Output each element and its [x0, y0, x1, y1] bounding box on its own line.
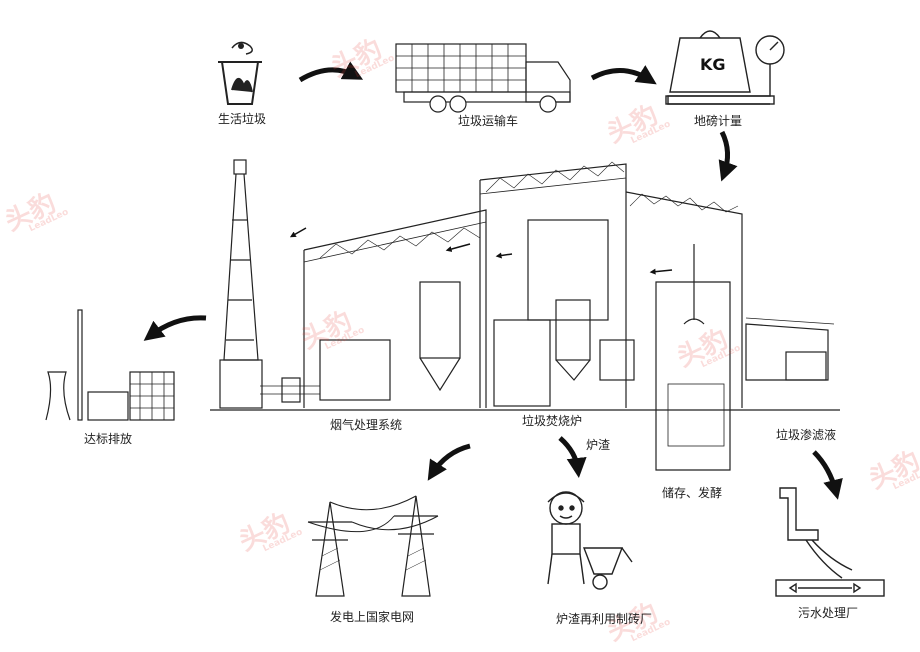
chimney-icon — [220, 160, 262, 408]
town-icon — [46, 310, 174, 420]
label-brick: 炉渣再利用制砖厂 — [556, 612, 652, 626]
truck-icon — [396, 44, 570, 112]
garbage-bin-icon — [218, 42, 262, 104]
sewage-plant-icon — [776, 488, 884, 596]
label-truck: 垃圾运输车 — [458, 114, 518, 128]
label-discharge: 达标排放 — [84, 432, 132, 446]
arrow-flue-to-chimney — [292, 228, 306, 236]
arrow-to-grid — [432, 446, 470, 474]
label-flue-gas: 烟气处理系统 — [330, 418, 402, 432]
arrow-to-sewage — [814, 452, 836, 492]
arrow-to-plant — [722, 132, 728, 174]
label-leachate: 垃圾渗滤液 — [776, 428, 836, 442]
label-storage: 储存、发酵 — [662, 486, 722, 500]
worker-icon — [548, 492, 632, 589]
label-garbage: 生活垃圾 — [218, 112, 266, 126]
scale-kg-text: KG — [700, 55, 726, 74]
label-power: 发电上国家电网 — [330, 610, 414, 624]
arrow-to-slag — [560, 438, 578, 470]
label-scale: 地磅计量 — [694, 114, 742, 128]
label-incinerator: 垃圾焚烧炉 — [522, 414, 582, 428]
arrow-to-scale — [592, 70, 650, 80]
label-slag: 炉渣 — [586, 438, 610, 452]
power-tower-icon — [308, 496, 438, 596]
label-sewage: 污水处理厂 — [798, 606, 858, 620]
arrow-to-discharge — [150, 318, 206, 336]
